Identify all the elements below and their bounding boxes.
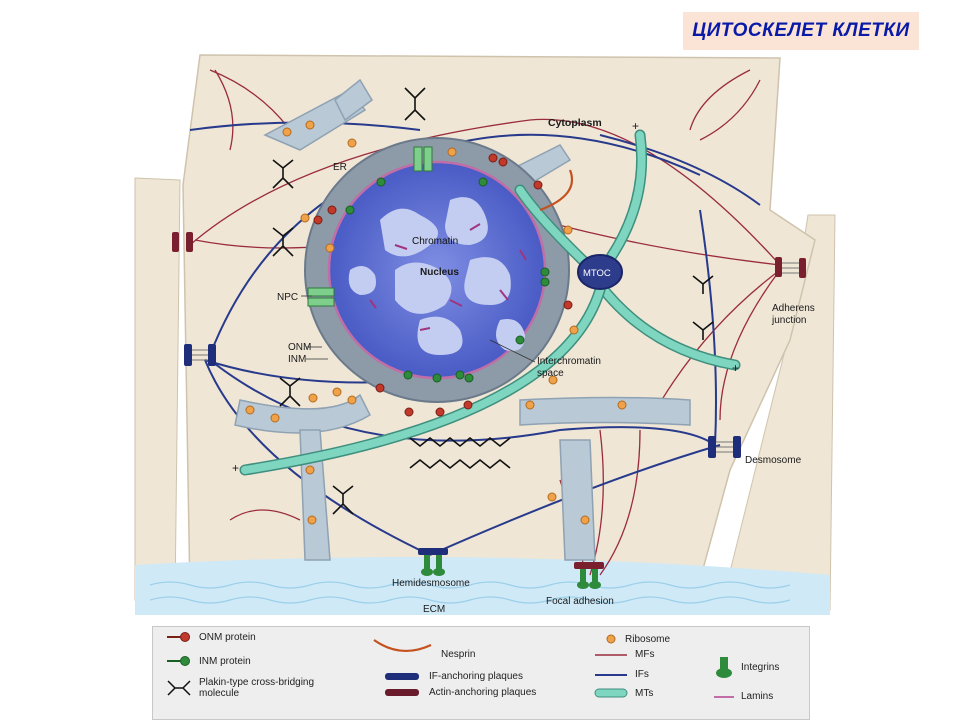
legend-item-ribosome: Ribosome — [603, 633, 670, 645]
legend-item-if-plaques: IF-anchoring plaques — [383, 671, 523, 682]
mt-icon — [594, 688, 628, 698]
legend-item-ifs: IFs — [593, 669, 649, 680]
label-adherens: Adherens — [772, 303, 815, 314]
onm-proteins — [313, 153, 573, 417]
chromatin-fibers — [369, 223, 527, 331]
label-ecm: ECM — [423, 604, 445, 615]
ecm-region — [135, 557, 830, 615]
label-leaders — [301, 295, 536, 363]
legend-label-nesprin: Nesprin — [441, 649, 476, 660]
legend-item-lamins: Lamins — [713, 691, 773, 702]
legend-label-integrins: Integrins — [741, 661, 780, 673]
plakin-icon — [167, 680, 191, 696]
ribosome-icon — [606, 634, 616, 644]
inm-protein-icon — [167, 656, 190, 666]
chromatin-blobs — [348, 197, 525, 355]
legend-label-plakin-2: molecule — [199, 688, 240, 699]
slide-title-box: ЦИТОСКЕЛЕТ КЛЕТКИ — [683, 12, 919, 50]
label-desmosome: Desmosome — [745, 455, 802, 466]
if-plaque-icon — [385, 672, 419, 680]
legend-label-mts: MTs — [635, 687, 654, 699]
legend-item-nesprin: Nesprin — [371, 633, 475, 660]
legend-item-inm-protein: INM protein — [165, 655, 251, 667]
legend-item-integrins: Integrins — [713, 655, 779, 679]
label-plus-left: + — [232, 461, 239, 475]
adherens-right — [775, 257, 806, 278]
label-onm: ONM — [288, 342, 311, 353]
legend-panel: ONM protein INM protein Plakin-type cros… — [152, 626, 810, 720]
legend-label-actin-plaques: Actin-anchoring plaques — [429, 687, 537, 698]
legend-label-lamins: Lamins — [741, 691, 774, 702]
label-plus-top: + — [632, 119, 639, 133]
lamin-icon — [714, 695, 734, 698]
endoplasmic-reticulum — [234, 78, 691, 561]
legend-label-mfs: MFs — [635, 649, 655, 660]
npc-pores — [307, 146, 433, 307]
hemidesmosome — [418, 548, 448, 576]
focal-adhesion — [574, 562, 604, 589]
label-cytoplasm: Cytoplasm — [548, 117, 602, 129]
label-focal-adhesion: Focal adhesion — [546, 596, 614, 607]
label-plus-right: + — [732, 361, 739, 375]
legend-label-onm: ONM protein — [199, 631, 256, 643]
legend-label-ribosome: Ribosome — [625, 633, 671, 645]
legend-item-actin-plaques: Actin-anchoring plaques — [383, 687, 536, 698]
ecm-waves-2 — [149, 596, 791, 604]
mtoc — [577, 254, 623, 290]
diagram-labels: Cytoplasm ER Chromatin Nucleus MTOC NPC … — [232, 117, 815, 615]
intermediate-filaments — [189, 121, 761, 556]
if-icon — [595, 673, 627, 676]
label-space: space — [537, 368, 564, 379]
ribosomes — [245, 120, 627, 525]
legend-label-ifs: IFs — [635, 669, 649, 680]
ecm-waves — [149, 581, 791, 589]
cytoskeleton-diagram: Cytoplasm ER Chromatin Nucleus MTOC NPC … — [134, 54, 836, 615]
desmosome-right — [708, 436, 741, 458]
label-interchromatin: Interchromatin — [537, 356, 601, 367]
label-mtoc: MTOC — [583, 268, 611, 279]
label-hemidesmosome: Hemidesmosome — [392, 578, 470, 589]
slide-title: ЦИТОСКЕЛЕТ КЛЕТКИ — [692, 20, 910, 41]
label-chromatin: Chromatin — [412, 236, 458, 247]
desmosome-left — [184, 344, 216, 366]
legend-label-inm: INM protein — [199, 655, 251, 667]
legend-item-mfs: MFs — [593, 649, 654, 660]
legend-item-mts: MTs — [593, 687, 653, 699]
legend-label-plakin-1: Plakin-type cross-bridging — [199, 677, 315, 688]
label-junction: junction — [771, 315, 806, 326]
adherens-left — [172, 232, 193, 252]
nesprin-icon — [373, 638, 432, 652]
actin-plaque-icon — [385, 688, 419, 696]
label-npc: NPC — [277, 292, 298, 303]
label-inm: INM — [288, 354, 306, 365]
legend-item-onm-protein: ONM protein — [165, 631, 256, 643]
integrin-icon — [716, 657, 732, 678]
legend-label-if-plaques: IF-anchoring plaques — [429, 671, 523, 682]
onm-protein-icon — [167, 632, 190, 642]
plakin-crossbridges — [272, 87, 714, 515]
label-nucleus: Nucleus — [420, 267, 459, 278]
mf-icon — [595, 653, 627, 656]
nesprin — [539, 169, 573, 212]
label-er: ER — [333, 162, 347, 173]
inm-proteins — [345, 177, 550, 383]
